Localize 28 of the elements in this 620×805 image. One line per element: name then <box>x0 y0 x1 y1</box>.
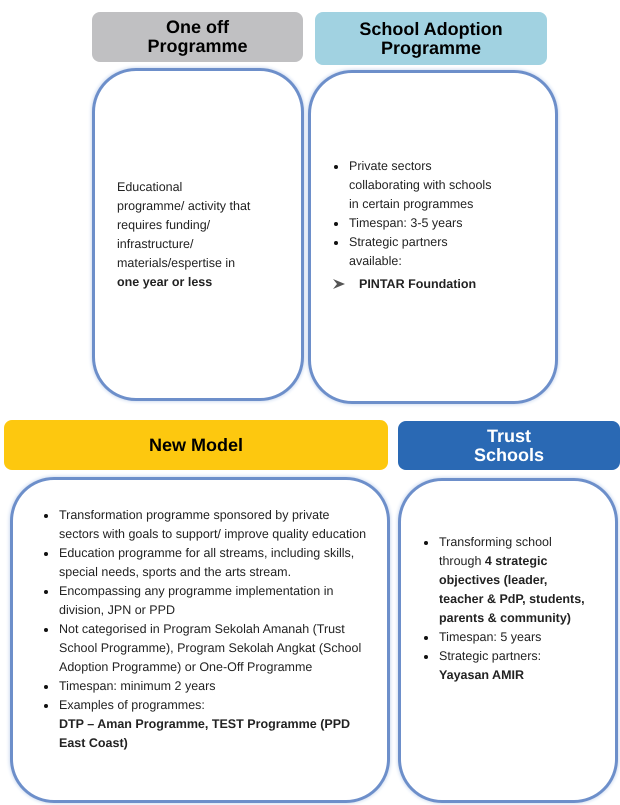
bullet-text: Timespan: 3-5 years <box>349 215 462 232</box>
partner-name: DTP – Aman Programme, TEST Programme (PPD East Coast) <box>58 716 352 752</box>
category-header <box>315 12 547 65</box>
partner-name: Yayasan AMIR <box>438 667 525 684</box>
rounded-card <box>10 477 390 803</box>
category-header <box>4 420 388 470</box>
bullet-text: Not categorised in Program Sekolah Amanah (Trust School Programme), Program Sekolah Angkat (School Adoption Programme) or One-Off Programme <box>59 621 362 676</box>
bullet-text: Timespan: 5 years <box>439 629 542 646</box>
rounded-card <box>92 68 304 401</box>
bullet-text: Transforming school through 4 strategic objectives (leader, teacher & PdP, students, parents & community) <box>439 534 586 627</box>
bullet-text: Timespan: minimum 2 years <box>59 678 216 695</box>
header-title: Trust Schools <box>472 426 545 464</box>
header-title: One off Programme <box>146 18 249 56</box>
bullet-text: Transformation programme sponsored by private sectors with goals to support/ improve quality education <box>59 507 367 543</box>
category-header <box>92 12 303 62</box>
bullet-text: Encompassing any programme implementation in division, JPN or PPD <box>59 583 334 619</box>
bullet-text: Private sectors collaborating with schools in certain programmes <box>349 158 492 213</box>
category-header <box>398 421 620 470</box>
header-title: School Adoption Programme <box>358 20 504 58</box>
bullet-text: Examples of programmes: <box>59 697 205 714</box>
rounded-card <box>398 478 618 803</box>
rounded-card <box>308 70 558 404</box>
header-title: New Model <box>148 436 244 454</box>
bullet-text: Strategic partners available: <box>349 234 449 270</box>
bullet-text: Strategic partners: <box>439 648 542 665</box>
body-text: Educational programme/ activity that requires funding/ infrastructure/ materials/espertise in one year or less <box>117 178 251 291</box>
bullet-text: Education programme for all streams, including skills, special needs, sports and the arts stream. <box>59 545 356 581</box>
partner-name: PINTAR Foundation <box>359 276 476 293</box>
